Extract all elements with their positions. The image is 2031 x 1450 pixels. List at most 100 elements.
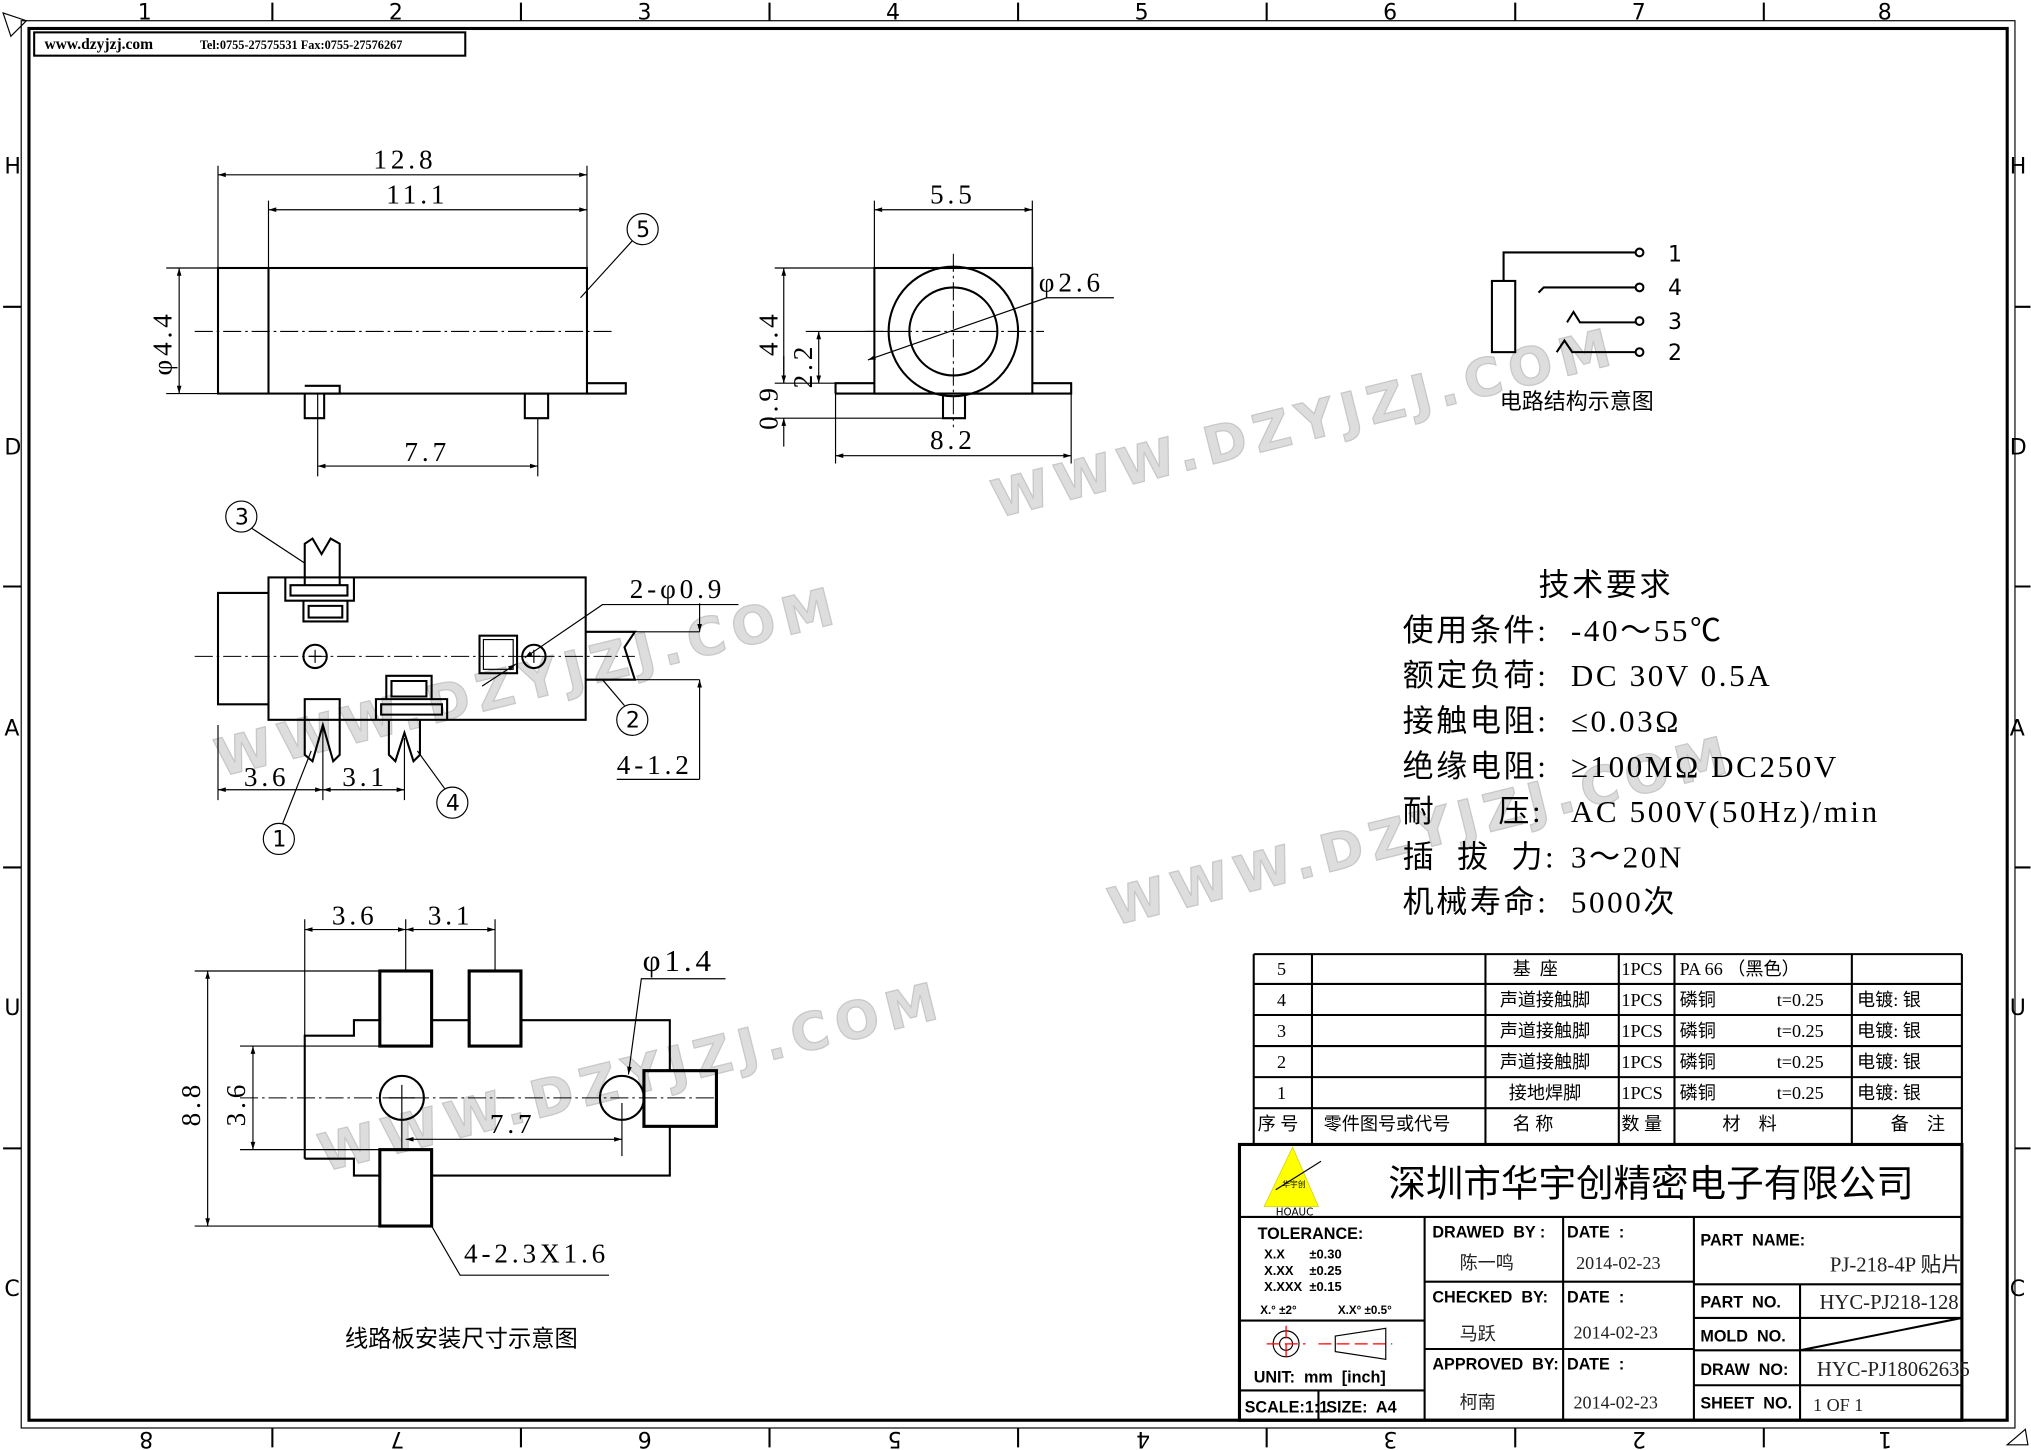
- grid-col-label: 4: [886, 0, 900, 25]
- tech-label: 绝缘电阻:: [1403, 749, 1549, 784]
- date-label: DATE :: [1567, 1224, 1624, 1242]
- drawed-by-value: 陈一鸣: [1460, 1253, 1514, 1273]
- bom-no: 5: [1277, 959, 1286, 979]
- date-approved: 2014-02-23: [1573, 1393, 1657, 1413]
- date-label: DATE :: [1567, 1356, 1624, 1374]
- dim-height: 4.4: [753, 310, 783, 356]
- sheet-no-label: SHEET NO.: [1700, 1395, 1792, 1413]
- dim-body: 11.1: [386, 179, 448, 209]
- dim-pins: 7.7: [404, 437, 450, 467]
- sheet-no-value: 1 OF 1: [1813, 1395, 1863, 1415]
- bom-thickness: t=0.25: [1777, 990, 1824, 1010]
- balloon: 1: [272, 828, 286, 853]
- bom-thickness: t=0.25: [1777, 1083, 1824, 1103]
- dim-center: 3.6: [221, 1081, 251, 1127]
- grid-row-label: A: [2010, 716, 2025, 741]
- pin-label: 2: [1668, 341, 1682, 366]
- tech-value: ≤0.03Ω: [1571, 703, 1681, 738]
- dim-a: 3.6: [244, 762, 290, 792]
- tech-label: 插 拔 力:: [1403, 839, 1557, 874]
- front-view: 5.5 φ2.6 4.4 2.2 0.9 8.2: [753, 179, 1114, 464]
- bom-note: 电镀: 银: [1857, 990, 1921, 1010]
- bom-material: 磷铜: [1680, 1052, 1716, 1072]
- dim-pin-width: 4-1.2: [617, 750, 693, 780]
- bom-header: 序 号 零件图号或代号 名 称 数 量 材 料 备 注: [1258, 1114, 1945, 1134]
- grid-row-label: U: [4, 996, 20, 1021]
- bom-no: 2: [1277, 1052, 1286, 1072]
- bom-name: 声道接触脚: [1500, 1052, 1591, 1072]
- grid-row-label: U: [2010, 996, 2026, 1021]
- part-name-value: PJ-218-4P 贴片: [1830, 1253, 1962, 1276]
- grid-col-label: 7: [390, 1426, 404, 1450]
- grid-row-label: D: [4, 435, 21, 460]
- bom-name: 基 座: [1513, 959, 1558, 979]
- bom-row: 4 声道接触脚 1PCS 磷铜 t=0.25 电镀: 银: [1277, 990, 1921, 1010]
- tolerance-key: X.XXX: [1264, 1279, 1302, 1294]
- bom-header-cell: 序 号: [1258, 1114, 1299, 1134]
- tech-value: DC 30V 0.5A: [1571, 658, 1772, 693]
- company-name: 深圳市华宇创精密电子有限公司: [1388, 1161, 1913, 1205]
- scale-label: SCALE:1:1: [1245, 1398, 1329, 1416]
- bom-name: 声道接触脚: [1500, 990, 1591, 1010]
- dim-width: 5.5: [930, 179, 976, 209]
- bom-table: 5 基 座 1PCS PA 66 （黑色） 4 声道接触脚 1PCS 磷铜 t=…: [1252, 953, 1963, 1145]
- bom-row: 5 基 座 1PCS PA 66 （黑色）: [1277, 959, 1800, 979]
- bom-no: 1: [1277, 1083, 1286, 1103]
- balloon: 4: [446, 791, 460, 816]
- grid-col-label: 1: [138, 0, 152, 25]
- date-checked: 2014-02-23: [1573, 1323, 1657, 1343]
- grid-col-label: 5: [1135, 0, 1149, 25]
- dim-hole: φ2.6: [1039, 267, 1104, 297]
- grid-col-label: 2: [1632, 1426, 1646, 1450]
- bom-header-cell: 名 称: [1513, 1114, 1554, 1134]
- grid-col-label: 5: [888, 1426, 902, 1450]
- tolerance-key: X.XX: [1264, 1263, 1294, 1278]
- checked-by-value: 马跃: [1460, 1324, 1496, 1344]
- bom-no: 3: [1277, 1021, 1286, 1041]
- grid-col-label: 6: [638, 1426, 652, 1450]
- grid-col-label: 7: [1632, 0, 1646, 25]
- bom-thickness: t=0.25: [1777, 1052, 1824, 1072]
- dim-b: 3.1: [428, 900, 474, 930]
- bom-material: 磷铜: [1680, 1021, 1716, 1041]
- watermark: WWW.DZYJZJ.COM: [986, 317, 1624, 531]
- dim-hole: φ1.4: [643, 943, 715, 978]
- top-view: 2-φ0.9 4-1.2 3.6 3.1 3 1 4 2: [194, 500, 739, 856]
- grid-col-label: 6: [1383, 0, 1397, 25]
- tech-label: 接触电阻:: [1403, 703, 1549, 738]
- part-no-value: HYC-PJ218-128: [1819, 1292, 1958, 1314]
- grid-row-label: H: [4, 154, 21, 179]
- dim-center: 2.2: [788, 343, 818, 389]
- balloon: 3: [235, 505, 249, 530]
- bom-qty: 1PCS: [1621, 959, 1662, 979]
- draw-no-label: DRAW NO:: [1700, 1361, 1788, 1379]
- draw-no-value: HYC-PJ18062635: [1817, 1359, 1970, 1381]
- pcb-caption: 线路板安装尺寸示意图: [345, 1325, 578, 1352]
- contact-info: Tel:0755-27575531 Fax:0755-27576267: [200, 38, 403, 52]
- tech-value: 5000次: [1571, 885, 1677, 920]
- date-label: DATE :: [1567, 1288, 1624, 1306]
- tech-value: 3～20N: [1571, 839, 1684, 874]
- bom-header-cell: 备 注: [1891, 1114, 1945, 1134]
- size-label: SIZE: A4: [1326, 1398, 1396, 1416]
- website-link[interactable]: www.dzyjzj.com: [45, 36, 154, 53]
- title-block: 华宇创 HOAUC 深圳市华宇创精密电子有限公司 TOLERANCE: X.X …: [1237, 1142, 1970, 1422]
- tech-label: 额定负荷:: [1403, 658, 1549, 693]
- grid-row-label: C: [2010, 1277, 2025, 1302]
- approved-by-value: 柯南: [1460, 1393, 1496, 1413]
- part-name-label: PART NAME:: [1700, 1231, 1805, 1249]
- pin-label: 4: [1668, 276, 1682, 301]
- tolerance-value: ±0.25: [1309, 1263, 1341, 1278]
- side-view: 12.8 11.1 φ4.4 7.7 5: [147, 144, 659, 477]
- dim-base: 0.9: [753, 384, 783, 430]
- tech-label: 使用条件:: [1403, 613, 1549, 648]
- bom-note: 电镀: 银: [1857, 1021, 1921, 1041]
- tolerance-value: ±0.15: [1309, 1279, 1341, 1294]
- grid-labels: 1 2 3 4 5 6 7 8 8 7 6 5 4 3 2 1 H D A U …: [4, 0, 2026, 1450]
- company-logo: 华宇创 HOAUC: [1263, 1146, 1322, 1219]
- bom-header-cell: 零件图号或代号: [1324, 1114, 1451, 1134]
- watermark: WWW.DZYJZJ.COM: [209, 576, 847, 790]
- bom-material: 磷铜: [1680, 990, 1716, 1010]
- date-drawed: 2014-02-23: [1576, 1253, 1660, 1273]
